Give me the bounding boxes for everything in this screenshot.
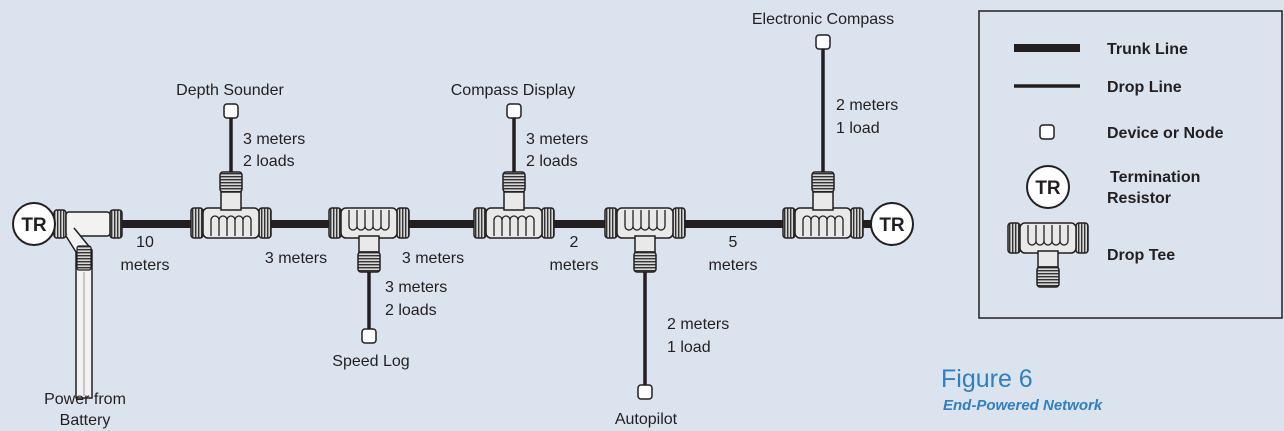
node-depth-sounder bbox=[223, 103, 239, 119]
drop-length-speed-log: 3 meters bbox=[385, 279, 447, 296]
label-power-line1: Power from bbox=[44, 391, 126, 408]
trunk-seg4-line2: meters bbox=[550, 257, 599, 274]
trunk-seg4-line1: 2 bbox=[570, 234, 579, 251]
drop-length-compass-display: 3 meters bbox=[526, 131, 588, 148]
legend-node-label: Device or Node bbox=[1107, 125, 1224, 142]
node-electronic-compass bbox=[815, 34, 831, 50]
node-autopilot bbox=[637, 384, 653, 400]
legend-drop-label: Drop Line bbox=[1107, 79, 1182, 96]
legend-trunk-label: Trunk Line bbox=[1107, 41, 1188, 58]
legend-termination-line2: Resistor bbox=[1107, 190, 1171, 207]
drop-loads-autopilot: 1 load bbox=[667, 339, 711, 356]
terminator-right-label: TR bbox=[879, 215, 905, 236]
legend: Trunk Line Drop Line Device or Node TR T… bbox=[978, 10, 1283, 319]
drop-length-depth-sounder: 3 meters bbox=[243, 131, 305, 148]
trunk-seg3: 3 meters bbox=[402, 250, 464, 267]
drop-length-autopilot: 2 meters bbox=[667, 316, 729, 333]
legend-tr-text: TR bbox=[1035, 178, 1061, 199]
terminator-left: TR bbox=[12, 202, 56, 246]
drop-tee-depth-sounder bbox=[190, 171, 272, 239]
legend-tr-swatch bbox=[1026, 165, 1070, 209]
trunk-seg1-line1: 10 bbox=[136, 234, 154, 251]
label-compass-display: Compass Display bbox=[451, 82, 575, 99]
figure-subtitle: End-Powered Network bbox=[943, 397, 1103, 414]
power-tee bbox=[53, 209, 123, 399]
trunk-seg5-line1: 5 bbox=[729, 234, 738, 251]
drop-loads-speed-log: 2 loads bbox=[385, 302, 437, 319]
drop-tee-autopilot bbox=[604, 207, 686, 273]
node-compass-display bbox=[506, 103, 522, 119]
label-autopilot: Autopilot bbox=[615, 411, 678, 428]
drop-tee-speed-log bbox=[328, 207, 410, 273]
legend-node-swatch bbox=[1039, 124, 1055, 140]
trunk-seg1-line2: meters bbox=[121, 257, 170, 274]
legend-drop-tee-label: Drop Tee bbox=[1107, 247, 1175, 264]
node-speed-log bbox=[361, 328, 377, 344]
drop-loads-compass-display: 2 loads bbox=[526, 153, 578, 170]
terminator-left-label: TR bbox=[21, 215, 47, 236]
label-electronic-compass: Electronic Compass bbox=[752, 11, 894, 28]
figure-title: Figure 6 bbox=[941, 365, 1033, 393]
label-depth-sounder: Depth Sounder bbox=[176, 82, 284, 99]
drop-tee-electronic-compass bbox=[782, 171, 864, 239]
label-speed-log: Speed Log bbox=[332, 353, 409, 370]
drop-tee-compass-display bbox=[473, 171, 555, 239]
legend-termination-line1: Termination bbox=[1110, 169, 1200, 186]
drop-loads-electronic-compass: 1 load bbox=[836, 120, 880, 137]
drop-loads-depth-sounder: 2 loads bbox=[243, 153, 295, 170]
trunk-seg2: 3 meters bbox=[265, 250, 327, 267]
trunk-seg5-line2: meters bbox=[709, 257, 758, 274]
label-power-line2: Battery bbox=[60, 412, 111, 429]
terminator-right: TR bbox=[870, 202, 914, 246]
drop-length-electronic-compass: 2 meters bbox=[836, 97, 898, 114]
legend-box bbox=[978, 10, 1283, 319]
